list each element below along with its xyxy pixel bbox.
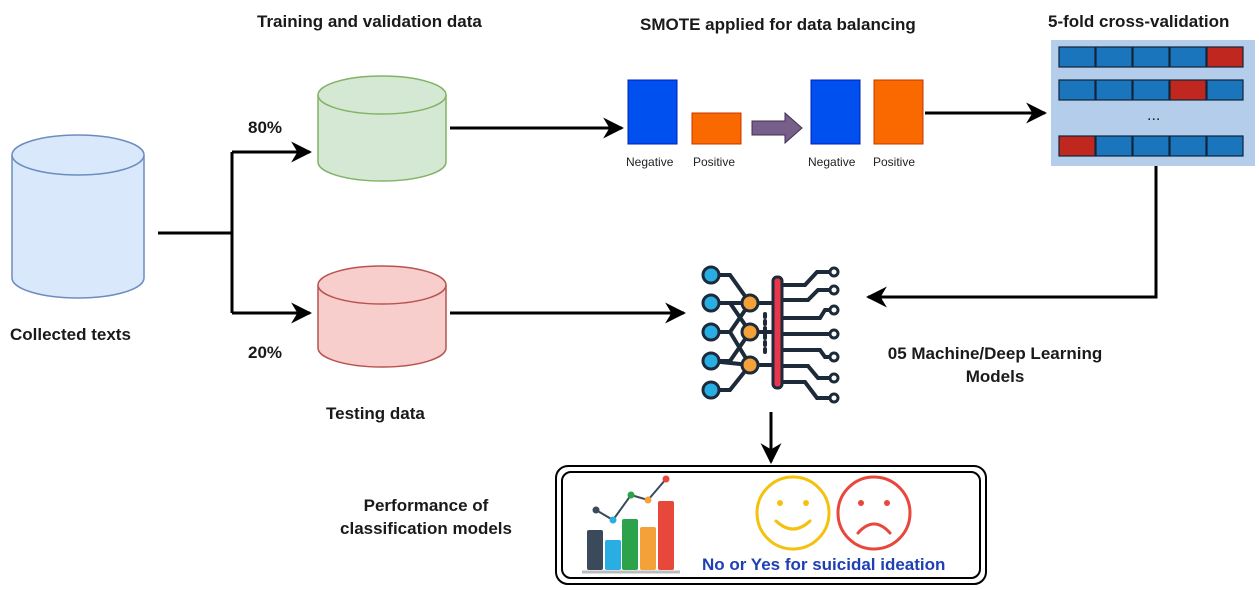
positive-bar-before bbox=[691, 112, 742, 145]
split-connector bbox=[158, 141, 313, 324]
smiley-face-icon bbox=[755, 475, 831, 551]
training-fold-cell bbox=[1169, 135, 1207, 157]
training-fold-cell bbox=[1206, 135, 1244, 157]
training-fold-cell bbox=[1169, 46, 1207, 68]
negative-label-before: Negative bbox=[626, 155, 674, 169]
outcome-label: No or Yes for suicidal ideation bbox=[702, 555, 946, 574]
training-fold-cell bbox=[1132, 46, 1170, 68]
training-fold-cell bbox=[1095, 46, 1133, 68]
training-fold-cell bbox=[1095, 79, 1133, 101]
neural-network-nodes bbox=[701, 265, 840, 404]
performance-label-line1: Performance of bbox=[363, 496, 489, 515]
positive-label-before: Positive bbox=[693, 155, 736, 169]
collected-texts-label: Collected texts bbox=[10, 325, 131, 344]
training-database-icon bbox=[317, 75, 447, 182]
validation-fold-cell bbox=[1206, 46, 1244, 68]
sad-face-icon bbox=[836, 475, 912, 551]
models-label-line1: 05 Machine/Deep Learning bbox=[887, 344, 1103, 363]
validation-fold-cell bbox=[1058, 135, 1096, 157]
training-fold-cell bbox=[1132, 135, 1170, 157]
pct-80-label: 80% bbox=[248, 118, 283, 137]
negative-label-after: Negative bbox=[808, 155, 856, 169]
training-fold-cell bbox=[1095, 135, 1133, 157]
training-fold-cell bbox=[1132, 79, 1170, 101]
folds-ellipsis: ... bbox=[1147, 107, 1161, 124]
testing-label: Testing data bbox=[326, 404, 425, 423]
smote-label: SMOTE applied for data balancing bbox=[640, 15, 916, 34]
cross-validation-folds bbox=[1058, 46, 1244, 157]
smote-arrow-icon bbox=[751, 111, 803, 145]
collected-texts-database-icon bbox=[11, 134, 145, 299]
positive-label-after: Positive bbox=[873, 155, 916, 169]
training-fold-cell bbox=[1058, 79, 1096, 101]
cross-validation-label: 5-fold cross-validation bbox=[1048, 12, 1230, 31]
training-fold-cell bbox=[1206, 79, 1244, 101]
arrow-left-icon bbox=[865, 166, 1158, 308]
testing-database-icon bbox=[317, 265, 447, 368]
pct-20-label: 20% bbox=[248, 343, 283, 362]
positive-bar-after bbox=[873, 79, 924, 145]
models-label-line2: Models bbox=[965, 367, 1025, 386]
negative-bar-before bbox=[627, 79, 678, 145]
training-label: Training and validation data bbox=[257, 12, 482, 31]
validation-fold-cell bbox=[1169, 79, 1207, 101]
training-fold-cell bbox=[1058, 46, 1096, 68]
bar-chart-icon bbox=[582, 475, 680, 574]
performance-label-line2: classification models bbox=[340, 519, 512, 538]
negative-bar-after bbox=[810, 79, 861, 145]
